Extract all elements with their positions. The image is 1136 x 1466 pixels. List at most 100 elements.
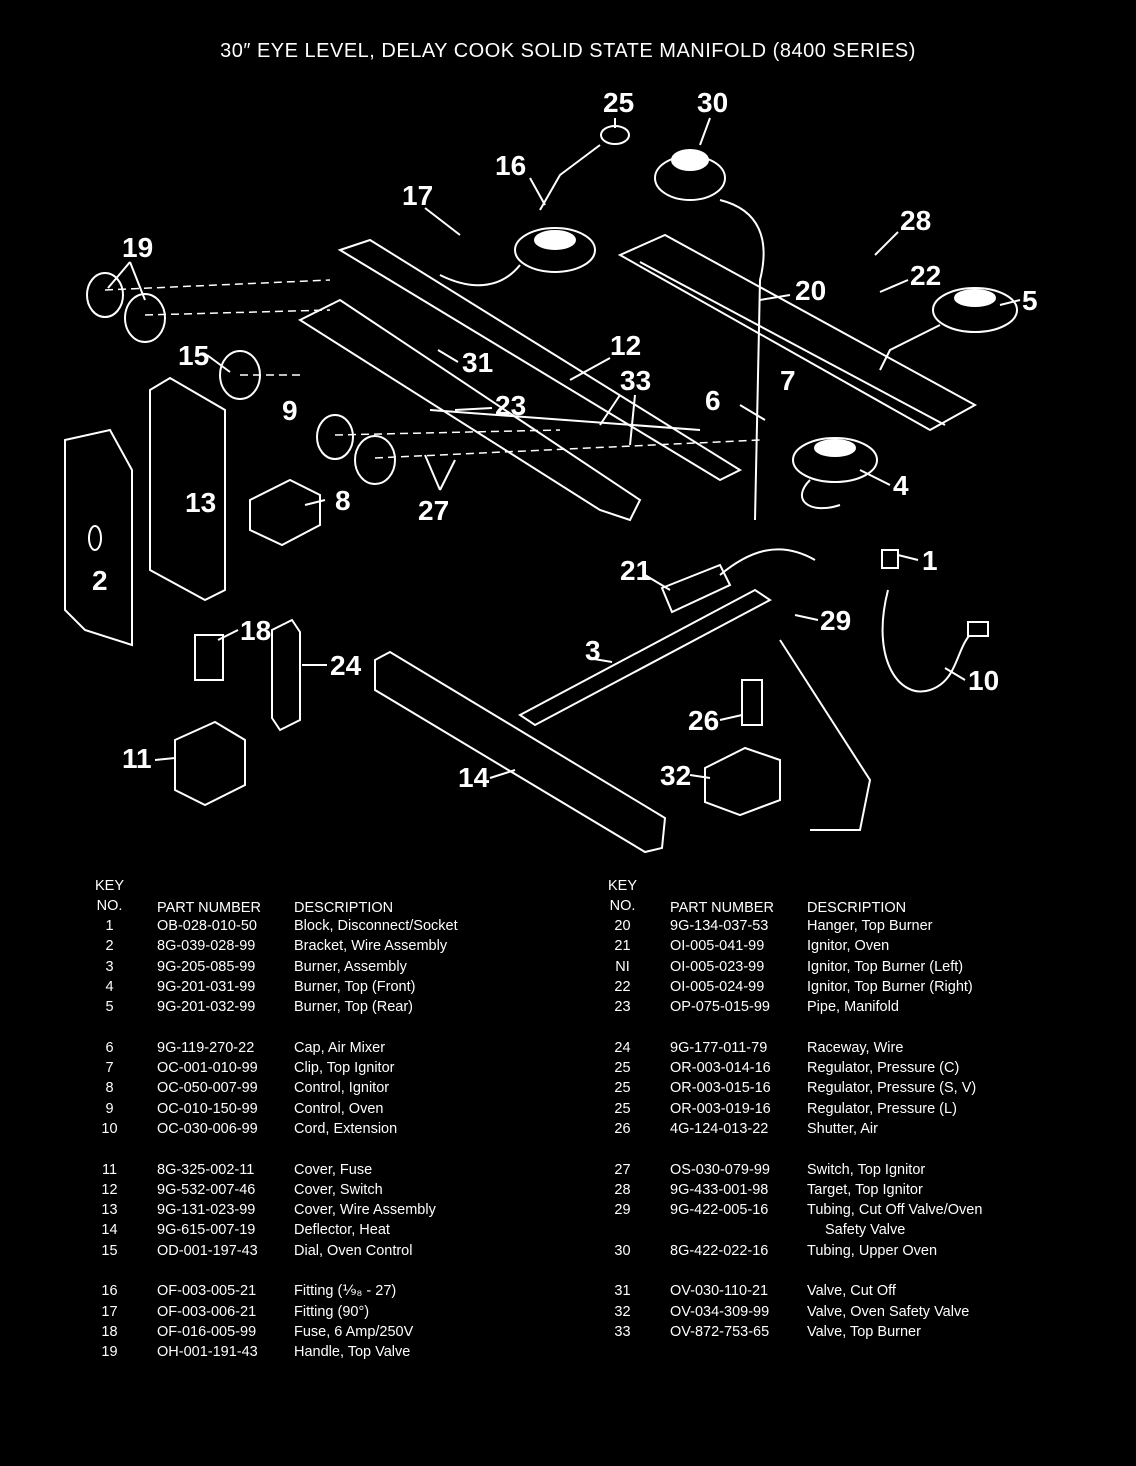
regulator-pressure [539,125,630,211]
description-header: DESCRIPTION [807,900,907,916]
callout-33: 33 [620,365,651,396]
oven-ignitor [660,548,816,614]
exploded-parts-diagram: 1 2 3 4 5 6 7 8 9 10 11 12 13 14 15 16 1… [64,87,1038,854]
oven-safety-valve [704,639,872,831]
callout-4: 4 [893,470,909,501]
callout-32: 32 [660,760,691,791]
wire-assembly-bracket [64,428,133,647]
wire-raceway [271,618,301,732]
ignitor-control [249,478,321,547]
wire-assembly-cover [149,376,226,602]
hanger-top-burner [617,233,978,432]
callout-1: 1 [922,545,938,576]
callout-10: 10 [968,665,999,696]
callout-21: 21 [620,555,651,586]
diagram-title: 30″ EYE LEVEL, DELAY COOK SOLID STATE MA… [220,40,916,62]
table-row: Safety Valve [825,1222,906,1239]
callout-20: 20 [795,275,826,306]
callout-5: 5 [1022,285,1038,316]
callout-3: 3 [585,635,601,666]
callout-17: 17 [402,180,433,211]
callout-29: 29 [820,605,851,636]
part-number-header: PART NUMBER [670,900,774,916]
callout-28: 28 [900,205,931,236]
top-valve-handles [86,272,396,485]
callout-30: 30 [697,87,728,118]
callout-9: 9 [282,395,298,426]
callout-8: 8 [335,485,351,516]
callout-27: 27 [418,495,449,526]
callout-31: 31 [462,347,493,378]
callout-11: 11 [122,743,152,774]
air-shutter [741,679,763,726]
callout-13: 13 [185,487,216,518]
callout-14: 14 [458,762,490,793]
callout-19: 19 [122,232,153,263]
part-number-header: PART NUMBER [157,900,261,916]
callout-labels: 1 2 3 4 5 6 7 8 9 10 11 12 13 14 15 16 1… [92,87,1038,793]
callout-18: 18 [240,615,271,646]
description-header: DESCRIPTION [294,900,394,916]
upper-oven-tubing-burner [654,149,765,521]
callout-16: 16 [495,150,526,181]
callout-6: 6 [705,385,721,416]
burner-assembly [518,588,772,727]
callout-24: 24 [330,650,362,681]
callout-25: 25 [603,87,634,118]
callout-23: 23 [495,390,526,421]
fuse [194,634,224,681]
callout-12: 12 [610,330,641,361]
top-burner-rear-left [439,227,596,287]
callout-15: 15 [178,340,209,371]
top-burner-front [792,437,878,510]
top-burner-rear-right [879,287,1018,371]
callout-26: 26 [688,705,719,736]
fuse-cover [174,720,246,807]
callout-2: 2 [92,565,108,596]
extension-cord [881,549,989,693]
callout-22: 22 [910,260,941,291]
